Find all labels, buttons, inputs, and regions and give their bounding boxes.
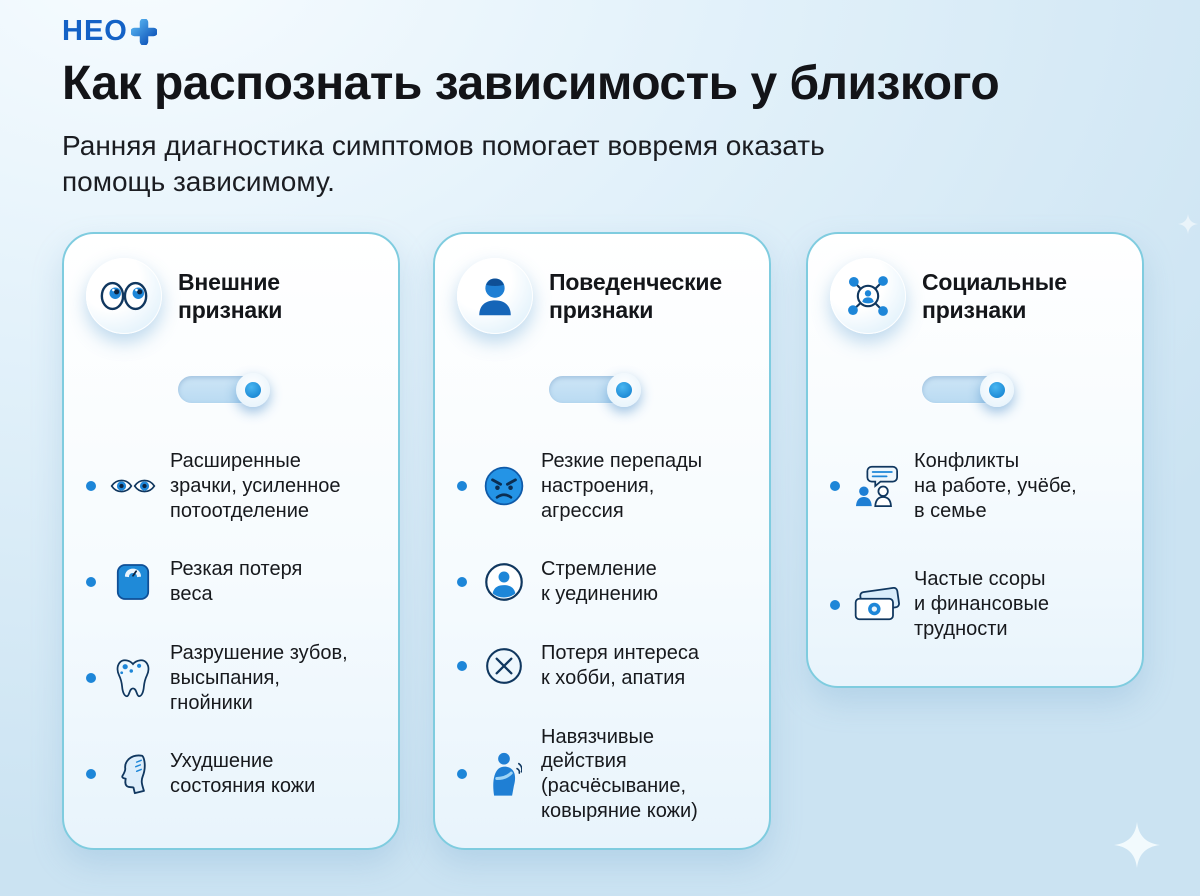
card-header: Поведенческие признаки [457,254,747,338]
toggle-dot [989,381,1005,398]
item-list: Конфликты на работе, учёбе, в семье Част… [830,449,1120,642]
toggle-knob [607,372,641,407]
bullet-dot [86,673,96,684]
card-social-signs: Социальные признаки [806,232,1144,688]
item-text: Ухудшение состояния кожи [170,750,316,798]
card-title: Социальные признаки [922,268,1067,323]
item-text: Расширенные зрачки, усиленное потоотделе… [170,450,341,522]
solitude-person-icon [480,562,528,602]
card-title: Внешние признаки [178,268,283,323]
angry-face-icon [480,465,528,507]
toggle-knob [236,372,270,407]
sparkle-icon [1178,214,1198,234]
card-external-signs: Внешние признаки Расширенные зрачки, уси… [62,232,400,850]
bullet-dot [86,577,96,588]
list-item: Разрушение зубов, высыпания, гнойники [86,641,376,715]
header: НЕО Как распознать зависимость у близког… [62,14,1152,201]
card-badge [86,258,162,334]
item-text: Разрушение зубов, высыпания, гнойники [170,641,348,714]
tooth-icon [109,658,157,698]
list-item: Навязчивые действия (расчёсывание, ковыр… [457,725,747,824]
item-text: Резкие перепады настроения, агрессия [541,450,703,522]
bullet-dot [457,769,467,780]
list-item: Резкая потеря веса [86,557,376,607]
sparkle-icon [1114,822,1160,868]
item-list: Расширенные зрачки, усиленное потоотделе… [86,449,376,799]
scratching-icon [480,751,528,797]
eyes-icon [100,281,148,311]
toggle-dot [245,381,261,398]
toggle-knob [980,372,1014,407]
card-header: Социальные признаки [830,254,1120,338]
weight-scale-icon [109,563,157,601]
bullet-dot [457,660,467,671]
toggle-switch[interactable] [178,372,270,407]
bullet-dot [830,599,840,610]
list-item: Потеря интереса к хобби, апатия [457,641,747,691]
item-text: Навязчивые действия (расчёсывание, ковыр… [541,725,698,822]
card-behavioral-signs: Поведенческие признаки Резкие п [433,232,771,850]
toggle-switch[interactable] [922,372,1014,407]
item-text: Частые ссоры и финансовые трудности [914,568,1050,640]
money-icon [853,586,901,623]
list-item: Конфликты на работе, учёбе, в семье [830,449,1120,523]
card-header: Внешние признаки [86,254,376,338]
card-badge [457,258,533,334]
bullet-dot [830,481,840,492]
toggle-switch[interactable] [549,372,641,407]
card-title: Поведенческие признаки [549,268,722,323]
list-item: Частые ссоры и финансовые трудности [830,567,1120,641]
face-skin-icon [109,753,157,795]
list-item: Стремление к уединению [457,557,747,607]
bullet-dot [86,769,96,780]
item-text: Конфликты на работе, учёбе, в семье [914,450,1077,522]
social-network-icon [848,276,888,316]
bullet-dot [457,481,467,492]
item-text: Потеря интереса к хобби, апатия [541,641,700,689]
bullet-dot [457,577,467,588]
item-text: Стремление к уединению [541,558,658,606]
crossed-circle-icon [480,647,528,685]
item-text: Резкая потеря веса [170,558,303,606]
list-item: Расширенные зрачки, усиленное потоотделе… [86,449,376,523]
logo: НЕО [62,14,1152,48]
logo-plus-icon [130,19,157,45]
dilated-pupils-icon [109,475,157,497]
logo-text: НЕО [62,14,128,47]
list-item: Резкие перепады настроения, агрессия [457,449,747,523]
list-item: Ухудшение состояния кожи [86,749,376,799]
card-badge [830,258,906,334]
bullet-dot [86,481,96,492]
work-conflict-icon [853,465,901,508]
person-icon [479,278,511,316]
item-list: Резкие перепады настроения, агрессия Стр… [457,449,747,824]
page-subtitle: Ранняя диагностика симптомов помогает во… [62,129,825,198]
toggle-dot [616,381,632,398]
page-title: Как распознать зависимость у близкого [62,57,1000,110]
